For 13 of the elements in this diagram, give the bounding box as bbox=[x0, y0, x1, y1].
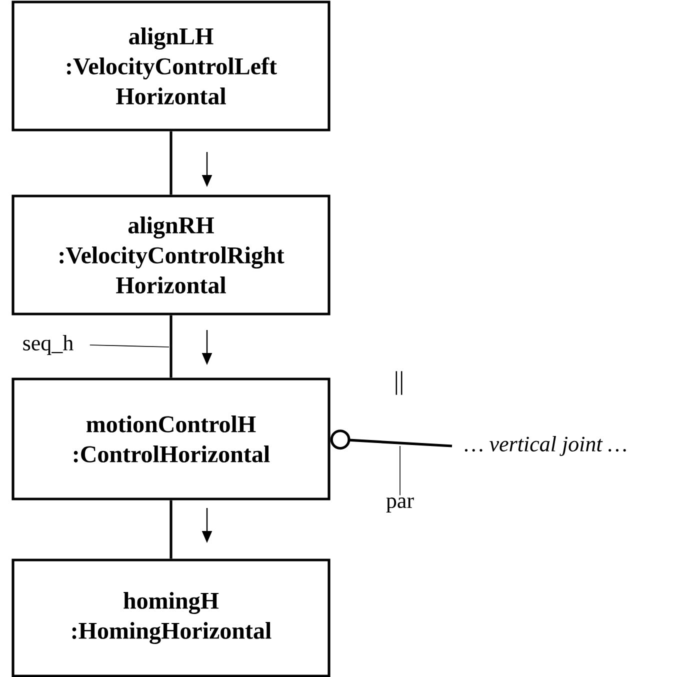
connector-line bbox=[170, 500, 172, 559]
object-box: alignLH :VelocityControlLeft Horizontal bbox=[12, 0, 330, 132]
parallel-mark: || bbox=[396, 371, 402, 395]
leader-label: seq_h bbox=[23, 335, 74, 355]
leader-line bbox=[89, 344, 170, 348]
object-box: motionControlH :ControlHorizontal bbox=[12, 378, 330, 500]
port-connector bbox=[330, 430, 452, 450]
connector-line bbox=[170, 315, 172, 378]
object-box: alignRH :VelocityControlRight Horizontal bbox=[12, 194, 330, 316]
connector-line bbox=[170, 131, 172, 195]
object-box: homingH :HomingHorizontal bbox=[12, 558, 330, 677]
joint-label: … vertical joint … bbox=[464, 436, 626, 456]
leader-label: par bbox=[386, 497, 414, 513]
